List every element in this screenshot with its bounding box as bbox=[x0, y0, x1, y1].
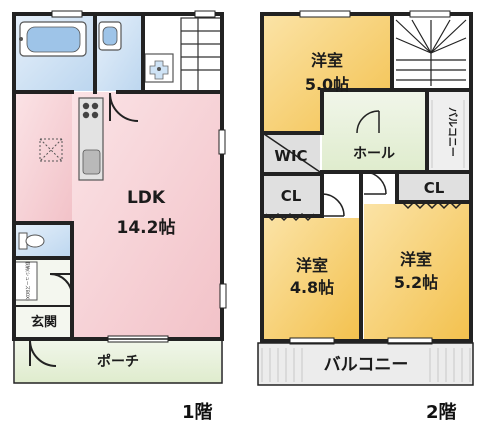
room-left-name: 洋室 bbox=[296, 256, 328, 275]
floor1-plan: 収納(シューズBOX) bbox=[12, 10, 227, 384]
floor2-label: 2階 bbox=[426, 402, 457, 423]
balcony-small-label: バルコニー bbox=[446, 107, 458, 157]
cl-right bbox=[398, 172, 469, 202]
shoebox-label: 収納(シューズBOX) bbox=[24, 261, 31, 301]
ldk-room-west bbox=[15, 92, 72, 223]
floor1-label: 1階 bbox=[182, 402, 213, 423]
room-right-name: 洋室 bbox=[400, 250, 432, 269]
cl-left-label: CL bbox=[281, 187, 302, 205]
porch bbox=[15, 340, 221, 383]
cl-left bbox=[264, 176, 320, 214]
hall bbox=[322, 90, 427, 172]
stair-steps-2f bbox=[395, 19, 467, 86]
ldk-size: 14.2帖 bbox=[117, 217, 176, 238]
stair-steps-1f bbox=[180, 17, 222, 92]
underfloor-storage bbox=[39, 138, 63, 162]
entrance-label: 玄関 bbox=[31, 314, 57, 330]
cl-right-label: CL bbox=[424, 179, 445, 197]
room-top-size: 5.0帖 bbox=[305, 75, 349, 94]
floor2-plan: 洋室 5.0帖 WIC ホール CL CL 洋室 4.8帖 洋室 5.2帖 バル… bbox=[257, 10, 474, 386]
room-top-name: 洋室 bbox=[311, 51, 343, 70]
room-left bbox=[264, 218, 360, 340]
balcony-small bbox=[428, 90, 469, 172]
room-right-size: 5.2帖 bbox=[394, 273, 438, 292]
balcony-large-label: バルコニー bbox=[324, 355, 409, 375]
ldk-name: LDK bbox=[127, 188, 166, 208]
wic-label: WIC bbox=[274, 147, 307, 165]
room-left-size: 4.8帖 bbox=[290, 278, 334, 297]
porch-label: ポーチ bbox=[97, 353, 139, 370]
room-right bbox=[364, 204, 469, 340]
hall-label: ホール bbox=[353, 146, 395, 162]
